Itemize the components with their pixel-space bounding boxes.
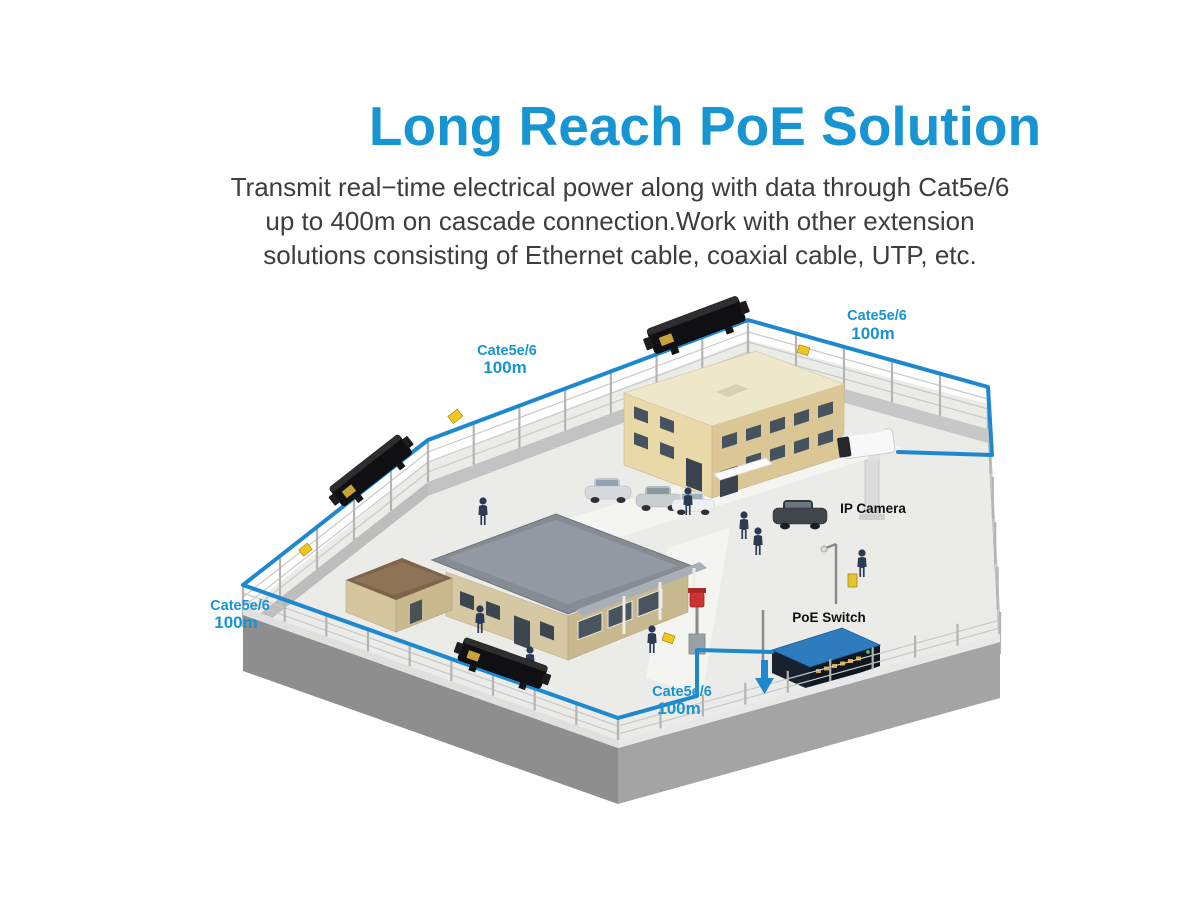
yard-objects (345, 350, 896, 694)
cable-label-distance: 100m (214, 613, 257, 632)
main-building (622, 350, 846, 499)
ip-camera-label: IP Camera (840, 501, 906, 516)
subtitle-line-2: up to 400m on cascade connection.Work wi… (265, 206, 975, 237)
status-led (866, 650, 870, 654)
warning-tag (447, 408, 464, 425)
device-layer (298, 292, 811, 698)
subtitle: Transmit real−time electrical power alon… (40, 170, 1200, 272)
beacon-cap (688, 588, 706, 593)
cable-label-distance: 100m (657, 699, 700, 718)
rooftop-unit (716, 384, 748, 397)
subtitle-line-1: Transmit real−time electrical power alon… (230, 172, 1010, 203)
cable-label-distance: 100m (851, 324, 894, 343)
roof-highlight (446, 520, 678, 604)
car (671, 492, 715, 515)
street-lamp (820, 542, 838, 604)
poe-solution-illustration: Cate5e/6 100m Cate5e/6 100m Cate5e/6 100… (210, 292, 1002, 804)
stone-building (430, 513, 707, 661)
suv-car (772, 500, 828, 530)
porch-roof (576, 562, 707, 616)
poe-switch-label: PoE Switch (792, 610, 866, 625)
car (635, 486, 683, 511)
cable-run-front (241, 583, 774, 720)
subtitle-line-3: solutions consisting of Ethernet cable, … (263, 240, 977, 271)
hydrant (847, 573, 858, 588)
cable-label-name: Cate5e/6 (210, 598, 270, 614)
warning-tag (661, 632, 676, 645)
cable-label-distance: 100m (483, 358, 526, 377)
label-layer: Cate5e/6 100m Cate5e/6 100m Cate5e/6 100… (210, 308, 907, 718)
perimeter-wall-front (241, 585, 1002, 804)
down-arrow-icon (755, 678, 774, 694)
page-title: Long Reach PoE Solution (368, 95, 1042, 157)
shed-building (345, 558, 453, 633)
cable-label-name: Cate5e/6 (847, 308, 907, 324)
building-windows (720, 401, 833, 498)
header: Long Reach PoE Solution Transmit real−ti… (40, 98, 1200, 272)
parked-cars (584, 478, 828, 530)
cable-label-name: Cate5e/6 (477, 343, 537, 359)
down-arrow-stem (761, 660, 768, 678)
entrance-canopy (713, 457, 773, 481)
building-windows-left (634, 406, 702, 492)
car (584, 478, 632, 503)
red-beacon (689, 591, 705, 608)
ip-camera-device (837, 423, 896, 520)
stone-building-openings (460, 591, 554, 650)
cable-label-name: Cate5e/6 (652, 684, 712, 700)
warning-tag (298, 542, 313, 557)
camera-lens (837, 436, 852, 458)
warning-tag (796, 344, 811, 356)
shed-door (410, 599, 422, 625)
storefront-windows (577, 588, 663, 641)
